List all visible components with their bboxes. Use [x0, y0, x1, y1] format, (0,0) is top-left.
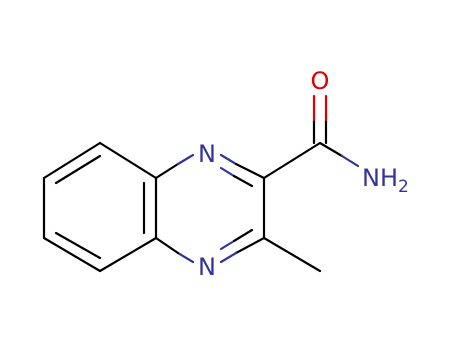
- bond-to-n: [219, 153, 238, 166]
- double-bond-inner: [54, 231, 102, 260]
- bond: [98, 141, 158, 180]
- nitrogen-bottom-label: N: [198, 253, 216, 281]
- bond: [234, 162, 266, 180]
- oxygen-label: O: [311, 67, 330, 95]
- bond: [42, 236, 102, 273]
- amide-bond: [318, 141, 344, 158]
- amine-group-label: NH2: [362, 164, 409, 197]
- double-bond-to-n: [219, 239, 236, 251]
- methyl-bond: [262, 236, 322, 273]
- bond-to-n: [176, 251, 195, 264]
- atom-labels: N N O NH2: [198, 67, 409, 281]
- double-bond-inner: [54, 154, 102, 185]
- bond: [262, 141, 322, 180]
- double-bond-inner: [232, 228, 254, 243]
- double-bond-inner: [232, 174, 254, 188]
- amine-subscript: 2: [398, 177, 409, 197]
- bond: [234, 236, 266, 255]
- nitrogen-top-label: N: [198, 140, 216, 168]
- bond: [154, 162, 180, 180]
- double-bond-to-n: [219, 166, 236, 178]
- bond: [98, 236, 158, 273]
- amine-nh-text: NH: [362, 164, 398, 192]
- bond-to-n: [219, 251, 238, 264]
- amide-bond: [340, 154, 360, 168]
- bond: [42, 141, 102, 180]
- bond-lines: [42, 94, 360, 273]
- bond-to-n: [176, 153, 195, 166]
- bond: [154, 236, 180, 255]
